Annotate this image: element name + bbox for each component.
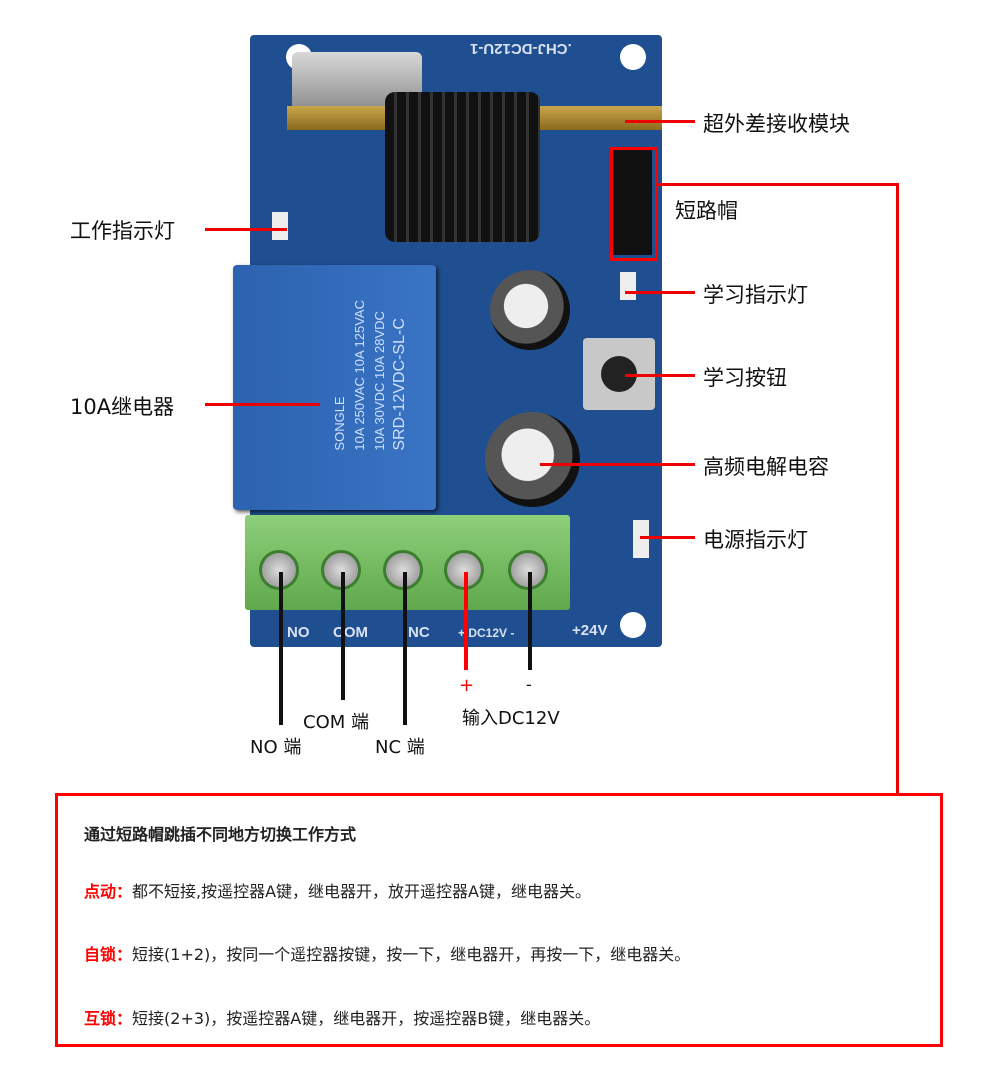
pcb-label-dc: + DC12V - <box>458 626 515 640</box>
mode-self-lock: 自锁：短接(1+2)，按同一个遥控器按键，按一下，继电器开，再按一下，继电器关。 <box>84 941 690 965</box>
mode-name: 互锁： <box>84 1009 133 1028</box>
power-led <box>633 520 649 558</box>
relay-brand: SONGLE <box>332 396 347 451</box>
label-jumper-cap: 短路帽 <box>675 199 738 223</box>
mode-desc: 都不短接,按遥控器A键，继电器开，放开遥控器A键，继电器关。 <box>132 882 591 901</box>
pcb-label-24v: +24V <box>572 622 608 639</box>
jumper-header <box>612 150 652 255</box>
relay-model: SRD-12VDC-SL-C <box>391 318 408 451</box>
callout-line <box>640 536 695 539</box>
capacitor <box>490 270 570 350</box>
callout-line <box>625 120 695 123</box>
label-plus: + <box>459 675 475 696</box>
jumper-connector-line <box>896 183 899 795</box>
work-mode-panel: 通过短路帽跳插不同地方切换工作方式 点动：都不短接,按遥控器A键，继电器开，放开… <box>55 793 943 1047</box>
callout-line <box>625 374 695 377</box>
jumper-connector-line <box>655 183 899 186</box>
label-no: NO 端 <box>250 737 302 758</box>
relay-rating: 10A 30VDC 10A 28VDC <box>372 311 387 451</box>
work-led <box>272 212 288 240</box>
wire-plus <box>464 572 468 670</box>
relay-rating: 10A 250VAC 10A 125VAC <box>352 300 367 451</box>
callout-line <box>540 463 695 466</box>
label-nc: NC 端 <box>375 737 425 758</box>
relay <box>233 265 436 510</box>
callout-line <box>625 291 695 294</box>
learn-led <box>620 272 636 300</box>
label-work-led: 工作指示灯 <box>70 219 175 243</box>
mode-momentary: 点动：都不短接,按遥控器A键，继电器开，放开遥控器A键，继电器关。 <box>84 878 591 902</box>
label-input-dc12v: 输入DC12V <box>462 708 560 729</box>
label-learn-button: 学习按钮 <box>703 366 787 390</box>
mode-desc: 短接(2+3)，按遥控器A键，继电器开，按遥控器B键，继电器关。 <box>132 1009 601 1028</box>
pcb-label-com: COM <box>333 624 368 641</box>
mount-hole <box>620 44 646 70</box>
jumper-highlight <box>610 147 658 261</box>
wire-com <box>341 572 345 700</box>
hf-capacitor <box>485 412 580 507</box>
callout-line <box>205 228 287 231</box>
relay-text: SONGLE 10A 250VAC 10A 125VAC 10A 30VDC 1… <box>330 300 410 451</box>
callout-line <box>205 403 320 406</box>
label-power-led: 电源指示灯 <box>703 528 808 552</box>
mode-name: 点动： <box>84 882 133 901</box>
label-minus: - <box>526 675 532 694</box>
mount-hole <box>620 612 646 638</box>
antenna-coil <box>385 92 540 242</box>
screw <box>508 550 548 590</box>
wire-minus <box>528 572 532 670</box>
pcb-label-nc: NC <box>408 624 430 641</box>
mode-interlock: 互锁：短接(2+3)，按遥控器A键，继电器开，按遥控器B键，继电器关。 <box>84 1005 600 1029</box>
mode-desc: 短接(1+2)，按同一个遥控器按键，按一下，继电器开，再按一下，继电器关。 <box>132 945 691 964</box>
label-receiver-module: 超外差接收模块 <box>703 112 850 136</box>
pcb-label-no: NO <box>287 624 310 641</box>
label-hf-capacitor: 高频电解电容 <box>703 455 829 479</box>
label-com: COM 端 <box>303 712 369 733</box>
mode-name: 自锁： <box>84 945 133 964</box>
pcb-silkscreen: .CHJ-DC12U-1 <box>470 40 572 57</box>
label-learn-led: 学习指示灯 <box>703 283 808 307</box>
label-relay: 10A继电器 <box>70 395 175 419</box>
work-mode-title: 通过短路帽跳插不同地方切换工作方式 <box>84 825 357 844</box>
wire-no <box>279 572 283 725</box>
wire-nc <box>403 572 407 725</box>
